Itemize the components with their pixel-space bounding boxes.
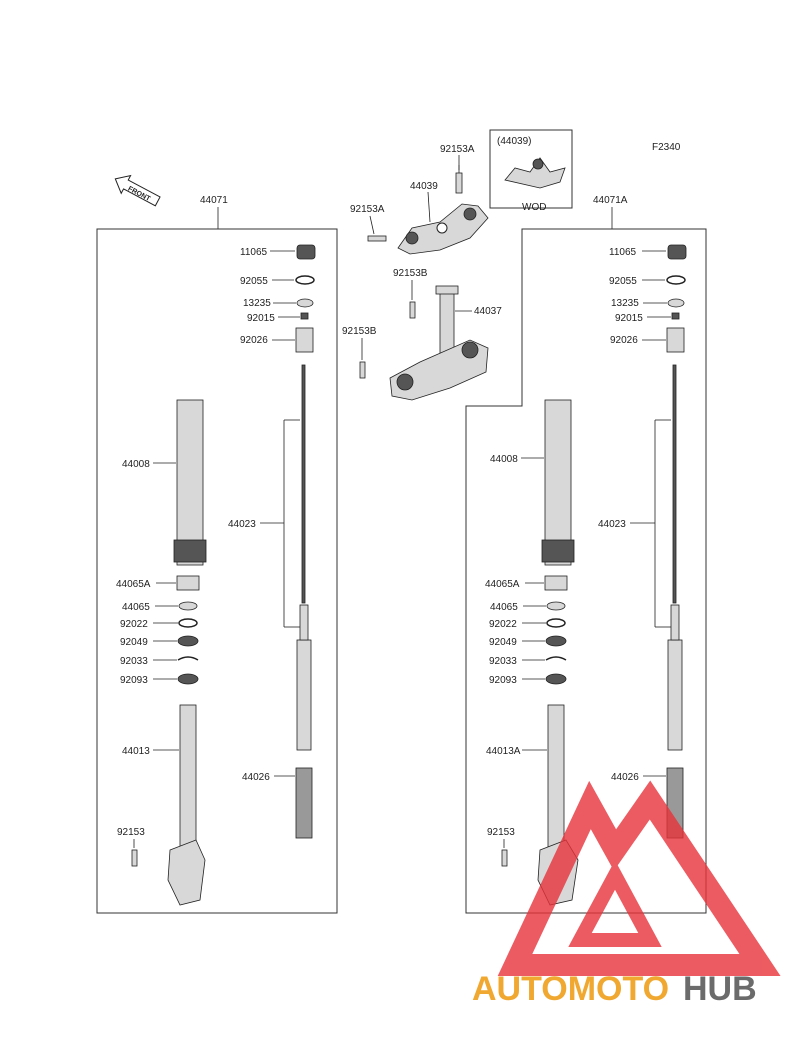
right-dust-seal	[545, 673, 567, 685]
left-label-rod: 44023	[228, 519, 256, 530]
label-44039: 44039	[410, 181, 438, 192]
right-clip	[545, 656, 567, 661]
right-washer	[546, 618, 566, 628]
left-oring	[295, 275, 315, 285]
left-label-nut: 92015	[247, 313, 275, 324]
right-cap	[667, 244, 687, 260]
wod-triple-clamp	[504, 157, 566, 189]
right-nut	[671, 312, 680, 320]
left-label-washer: 92022	[120, 619, 148, 630]
right-label-washer: 92022	[489, 619, 517, 630]
label-92153b-top: 92153B	[393, 268, 428, 279]
right-label-nut: 92015	[615, 313, 643, 324]
right-bolt	[501, 849, 508, 867]
left-dust-seal	[177, 673, 199, 685]
right-spacer	[666, 327, 685, 353]
left-spring	[295, 767, 313, 839]
right-bushing-a	[544, 575, 568, 591]
left-label-collar: 13235	[243, 298, 271, 309]
right-label-inner-tube: 44013A	[486, 746, 521, 757]
left-assembly-frame	[96, 228, 338, 914]
right-label-dust-seal: 92093	[489, 675, 517, 686]
right-outer-tube	[541, 399, 575, 566]
left-spacer	[295, 327, 314, 353]
left-cap	[296, 244, 316, 260]
right-assembly-frame	[465, 228, 707, 914]
right-label-cap: 11065	[609, 247, 637, 258]
watermark-text-a: AUTOMOTO	[472, 970, 669, 1008]
left-clip	[177, 656, 199, 661]
figure-code: F2340	[652, 142, 681, 153]
left-collar	[296, 298, 314, 308]
bolt-92153b-top	[409, 301, 416, 319]
right-label-clip: 92033	[489, 656, 517, 667]
right-rod	[672, 364, 677, 604]
left-bushing	[178, 601, 198, 611]
right-label-rod: 44023	[598, 519, 626, 530]
watermark-logo-icon	[497, 780, 781, 976]
label-44037: 44037	[474, 306, 502, 317]
watermark-text-b: HUB	[683, 970, 757, 1008]
right-bushing	[546, 601, 566, 611]
left-assembly-title: 44071	[200, 195, 228, 206]
left-label-clip: 92033	[120, 656, 148, 667]
steering-stem	[435, 285, 459, 363]
left-label-inner-tube: 44013	[122, 746, 150, 757]
right-label-bushing: 44065	[490, 602, 518, 613]
right-assembly-title: 44071A	[593, 195, 628, 206]
right-label-spacer: 92026	[610, 335, 638, 346]
wod-box	[489, 129, 573, 209]
right-label-collar: 13235	[611, 298, 639, 309]
right-cartridge	[667, 604, 683, 751]
wod-note: WOD	[522, 202, 546, 213]
left-seal	[177, 635, 199, 647]
right-seal	[545, 635, 567, 647]
left-label-cap: 11065	[240, 247, 268, 258]
label-92153a-left: 92153A	[350, 204, 385, 215]
upper-triple-clamp	[397, 203, 489, 255]
left-label-bushing-a: 44065A	[116, 579, 151, 590]
front-arrow-icon: FRONT	[114, 174, 161, 207]
right-label-bolt: 92153	[487, 827, 515, 838]
label-92153a-top: 92153A	[440, 144, 475, 155]
right-collar	[667, 298, 685, 308]
left-label-bushing: 44065	[122, 602, 150, 613]
right-label-seal: 92049	[489, 637, 517, 648]
left-label-oring: 92055	[240, 276, 268, 287]
right-label-oring: 92055	[609, 276, 637, 287]
right-label-spring: 44026	[611, 772, 639, 783]
lower-triple-clamp	[389, 339, 489, 401]
bolt-92153b-left	[359, 361, 366, 379]
left-cartridge	[296, 604, 312, 751]
right-label-outer-tube: 44008	[490, 454, 518, 465]
left-label-spring: 44026	[242, 772, 270, 783]
wod-part-label: (44039)	[497, 136, 531, 147]
right-oring	[666, 275, 686, 285]
left-label-dust-seal: 92093	[120, 675, 148, 686]
label-92153b-left: 92153B	[342, 326, 377, 337]
left-bolt	[131, 849, 138, 867]
left-label-seal: 92049	[120, 637, 148, 648]
left-label-spacer: 92026	[240, 335, 268, 346]
left-rod	[301, 364, 306, 604]
left-washer	[178, 618, 198, 628]
right-label-bushing-a: 44065A	[485, 579, 520, 590]
left-label-outer-tube: 44008	[122, 459, 150, 470]
left-inner-tube	[167, 704, 206, 906]
left-nut	[300, 312, 309, 320]
left-bushing-a	[176, 575, 200, 591]
left-label-bolt: 92153	[117, 827, 145, 838]
left-outer-tube	[173, 399, 207, 566]
bolt-92153a-left	[367, 235, 387, 242]
